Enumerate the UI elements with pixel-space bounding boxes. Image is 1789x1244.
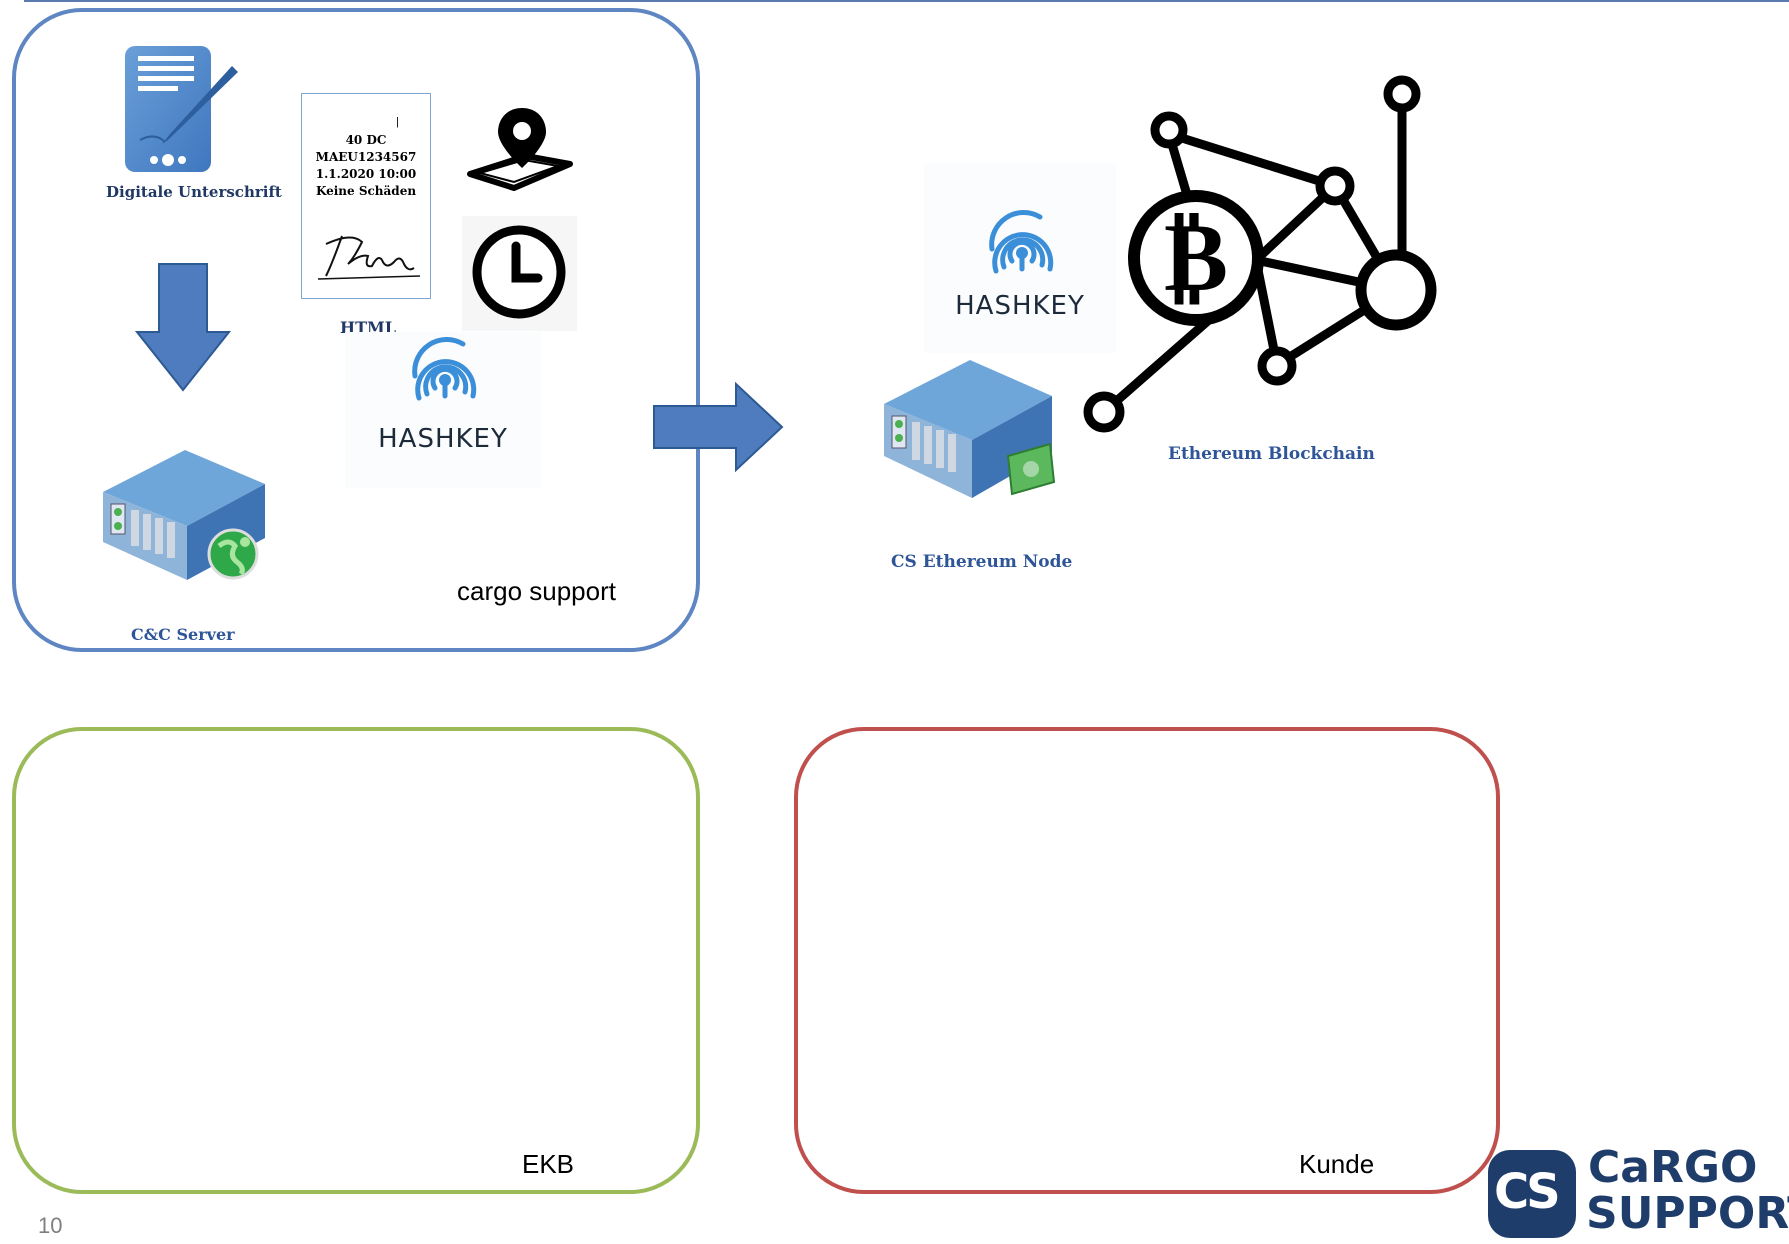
hashkey-logo-panel: HASHKEY (345, 332, 541, 488)
handwritten-signature (317, 235, 421, 280)
cargo-support-panel (12, 8, 700, 652)
kunde-panel (794, 727, 1500, 1194)
logo-badge: CS (1488, 1150, 1576, 1238)
cs-ethereum-node-label: CS Ethereum Node (891, 552, 1073, 572)
ethereum-blockchain-label: Ethereum Blockchain (1168, 444, 1375, 464)
fingerprint-icon (412, 337, 477, 401)
document-text: 40 DC MAEU1234567 1.1.2020 10:00 Keine S… (302, 132, 430, 200)
page-number: 10 (38, 1213, 63, 1238)
server-money-icon (878, 352, 1056, 512)
server-globe-icon (95, 442, 265, 592)
cargo-support-label: cargo support (457, 576, 616, 606)
logo-badge-text: CS (1494, 1164, 1561, 1220)
document-line: Keine Schäden (315, 184, 417, 198)
kunde-label: Kunde (1299, 1149, 1375, 1179)
cargo-support-logo: CS CaRGO SUPPORT (1488, 1142, 1789, 1242)
ekb-panel (12, 727, 700, 1194)
ekb-label: EKB (522, 1149, 575, 1179)
document-line: MAEU1234567 (315, 150, 417, 164)
document-card: | 40 DC MAEU1234567 1.1.2020 10:00 Keine… (301, 93, 431, 299)
tablet-signature-icon (120, 42, 240, 177)
right-arrow-icon (652, 381, 784, 473)
fingerprint-icon (989, 210, 1054, 274)
logo-line1: CaRGO (1588, 1142, 1758, 1193)
hashkey-wordmark: HASHKEY (378, 424, 508, 454)
top-rule (24, 0, 1789, 2)
phone-location-icon (466, 104, 576, 196)
hashkey-wordmark: HASHKEY (955, 291, 1085, 321)
svg-text:₿: ₿ (1164, 200, 1228, 313)
document-line: 1.1.2020 10:00 (315, 167, 417, 181)
hashkey-logo-right: HASHKEY (924, 163, 1116, 353)
digital-signature-label: Digitale Unterschrift (106, 183, 282, 201)
clock-icon (462, 216, 577, 331)
cc-server-label: C&C Server (131, 625, 235, 644)
document-line: 40 DC (345, 133, 387, 147)
bitcoin-network-icon: ₿ (1078, 72, 1446, 440)
down-arrow-icon (134, 262, 232, 392)
document-marker: | (396, 116, 399, 128)
logo-line2: SUPPORT (1586, 1188, 1789, 1239)
